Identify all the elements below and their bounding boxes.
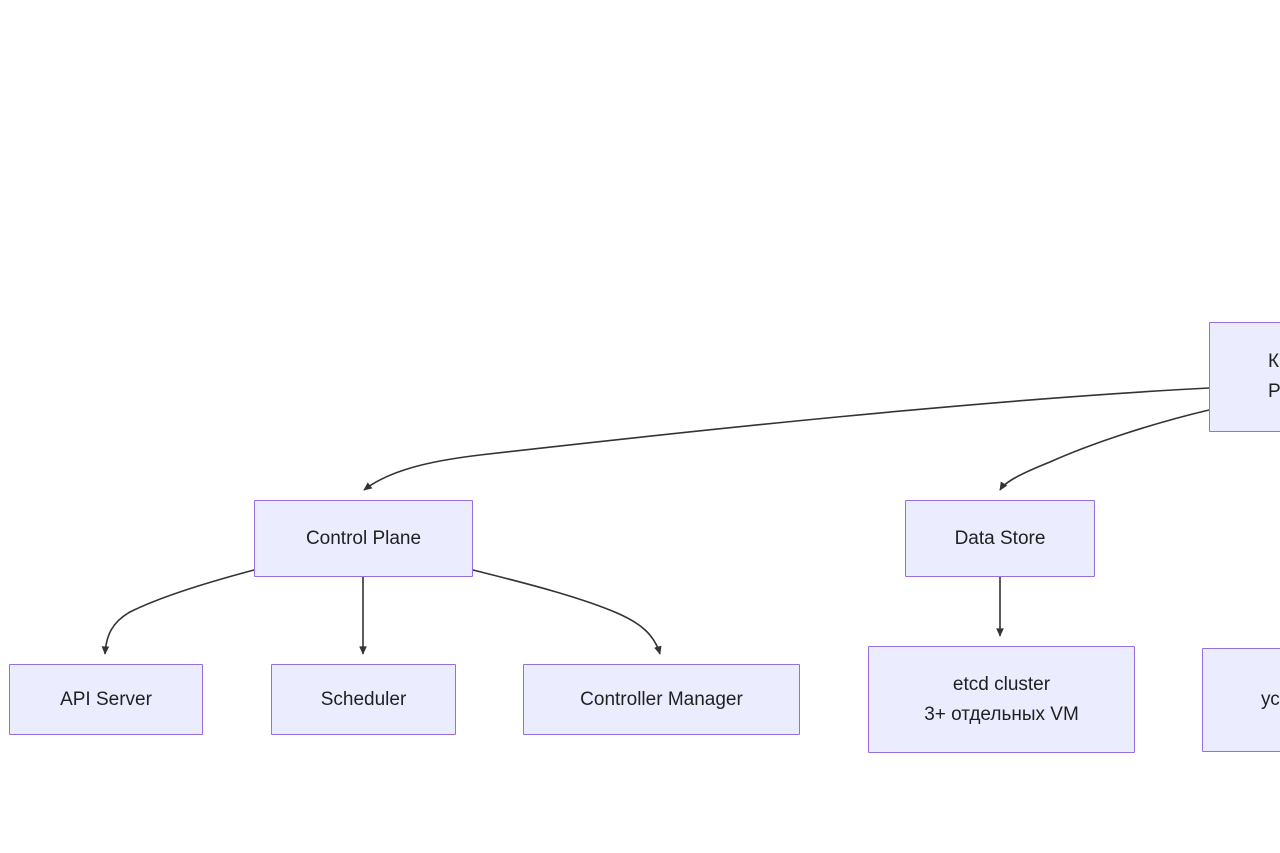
- edge-control-plane-to-api-server: [101, 569, 255, 655]
- edge-root-to-data-store: [999, 409, 1210, 491]
- node-scheduler[interactable]: Scheduler: [271, 664, 456, 735]
- node-label: Раз: [1268, 381, 1280, 402]
- edge-control-plane-to-controller-manager: [472, 569, 662, 655]
- node-install-node[interactable]: уста: [1202, 648, 1280, 752]
- node-label: К: [1268, 351, 1280, 372]
- node-control-plane[interactable]: Control Plane: [254, 500, 473, 577]
- node-label: Data Store: [954, 527, 1046, 549]
- node-etcd-cluster[interactable]: etcd cluster 3+ отдельных VM: [868, 646, 1135, 753]
- node-label: уста: [1261, 689, 1280, 710]
- edge-root-to-control-plane: [363, 387, 1210, 491]
- node-kubernetes-root[interactable]: К Раз: [1209, 322, 1280, 432]
- node-api-server[interactable]: API Server: [9, 664, 203, 735]
- node-controller-manager[interactable]: Controller Manager: [523, 664, 800, 735]
- node-data-store[interactable]: Data Store: [905, 500, 1095, 577]
- node-label: Controller Manager: [580, 688, 743, 710]
- node-label: Control Plane: [305, 527, 422, 549]
- node-label: API Server: [60, 688, 152, 710]
- node-label: 3+ отдельных VM: [924, 703, 1079, 725]
- node-label: etcd cluster: [952, 673, 1051, 695]
- node-label: Scheduler: [320, 688, 407, 710]
